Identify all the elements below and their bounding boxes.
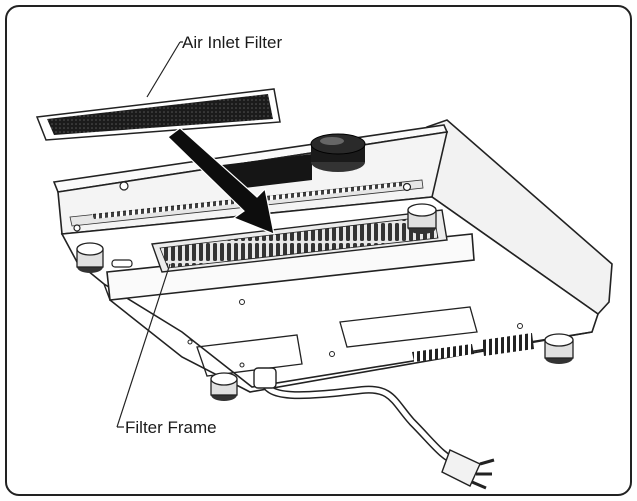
foot: [210, 372, 238, 401]
label-filter-frame: Filter Frame: [125, 418, 217, 437]
leader-line-filter-frame: [116, 263, 171, 428]
foot: [407, 203, 437, 234]
diagram-frame: Air Inlet Filter Filter Frame: [5, 5, 632, 496]
air-inlet-filter-part: [35, 88, 281, 141]
foot: [76, 242, 104, 273]
power-cord: [253, 367, 495, 490]
insert-direction-arrow-icon: [167, 127, 275, 235]
control-knob-icon: [310, 133, 366, 172]
label-air-inlet-filter: Air Inlet Filter: [182, 33, 283, 52]
filter-frame-part: [106, 209, 475, 301]
foot: [544, 333, 574, 364]
appliance-illustration: [35, 41, 613, 490]
leader-line-air-inlet: [146, 41, 181, 98]
